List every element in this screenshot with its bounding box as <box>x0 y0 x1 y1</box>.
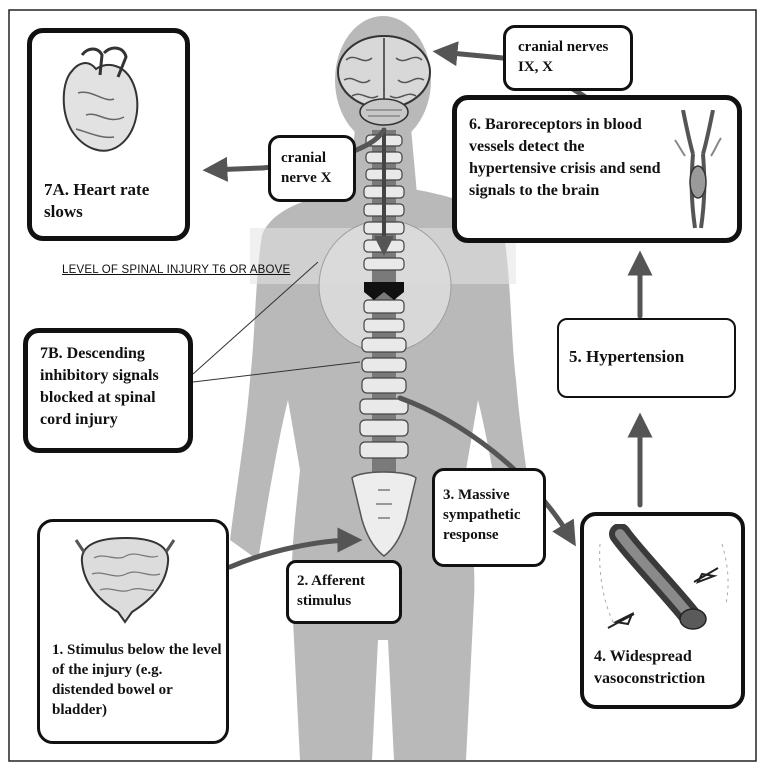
cranial-nerve-x-text: cranial nerve X <box>281 148 347 188</box>
blood-vessel-icon <box>594 524 734 634</box>
spinal-injury-level-label: LEVEL OF SPINAL INJURY T6 OR ABOVE <box>62 264 290 276</box>
cranial-nerves-ix-x-box: cranial nerves IX, X <box>503 25 633 91</box>
sympathetic-response-text: 3. Massive sympathetic response <box>443 485 539 545</box>
sympathetic-response-box: 3. Massive sympathetic response <box>432 468 546 567</box>
baroreceptors-text: 6. Baroreceptors in blood vessels detect… <box>469 114 669 202</box>
stimulus-text: 1. Stimulus below the level of the injur… <box>52 640 227 720</box>
cranial-nerve-x-box: cranial nerve X <box>268 135 356 202</box>
descending-signals-box: 7B. Descending inhibitory signals blocke… <box>23 328 193 453</box>
baroreceptors-box: 6. Baroreceptors in blood vessels detect… <box>452 95 742 243</box>
descending-signals-text: 7B. Descending inhibitory signals blocke… <box>40 343 190 431</box>
carotid-artery-icon <box>663 110 733 236</box>
afferent-stimulus-text: 2. Afferent stimulus <box>297 571 393 611</box>
afferent-stimulus-box: 2. Afferent stimulus <box>286 560 402 624</box>
arrow-to-heart <box>210 168 262 170</box>
cranial-nerves-ix-x-text: cranial nerves IX, X <box>518 37 624 77</box>
hypertension-text: 5. Hypertension <box>569 346 684 368</box>
vasoconstriction-box: 4. Widespread vasoconstriction <box>580 512 745 709</box>
stimulus-box: 1. Stimulus below the level of the injur… <box>37 519 229 744</box>
vasoconstriction-text: 4. Widespread vasoconstriction <box>594 646 744 690</box>
hypertension-box: 5. Hypertension <box>557 318 736 398</box>
bladder-icon <box>70 532 180 628</box>
heart-rate-text: 7A. Heart rate slows <box>44 179 184 223</box>
heart-icon <box>42 41 152 161</box>
arrow-cnn-to-brain <box>440 52 503 58</box>
heart-rate-box: 7A. Heart rate slows <box>27 28 190 241</box>
